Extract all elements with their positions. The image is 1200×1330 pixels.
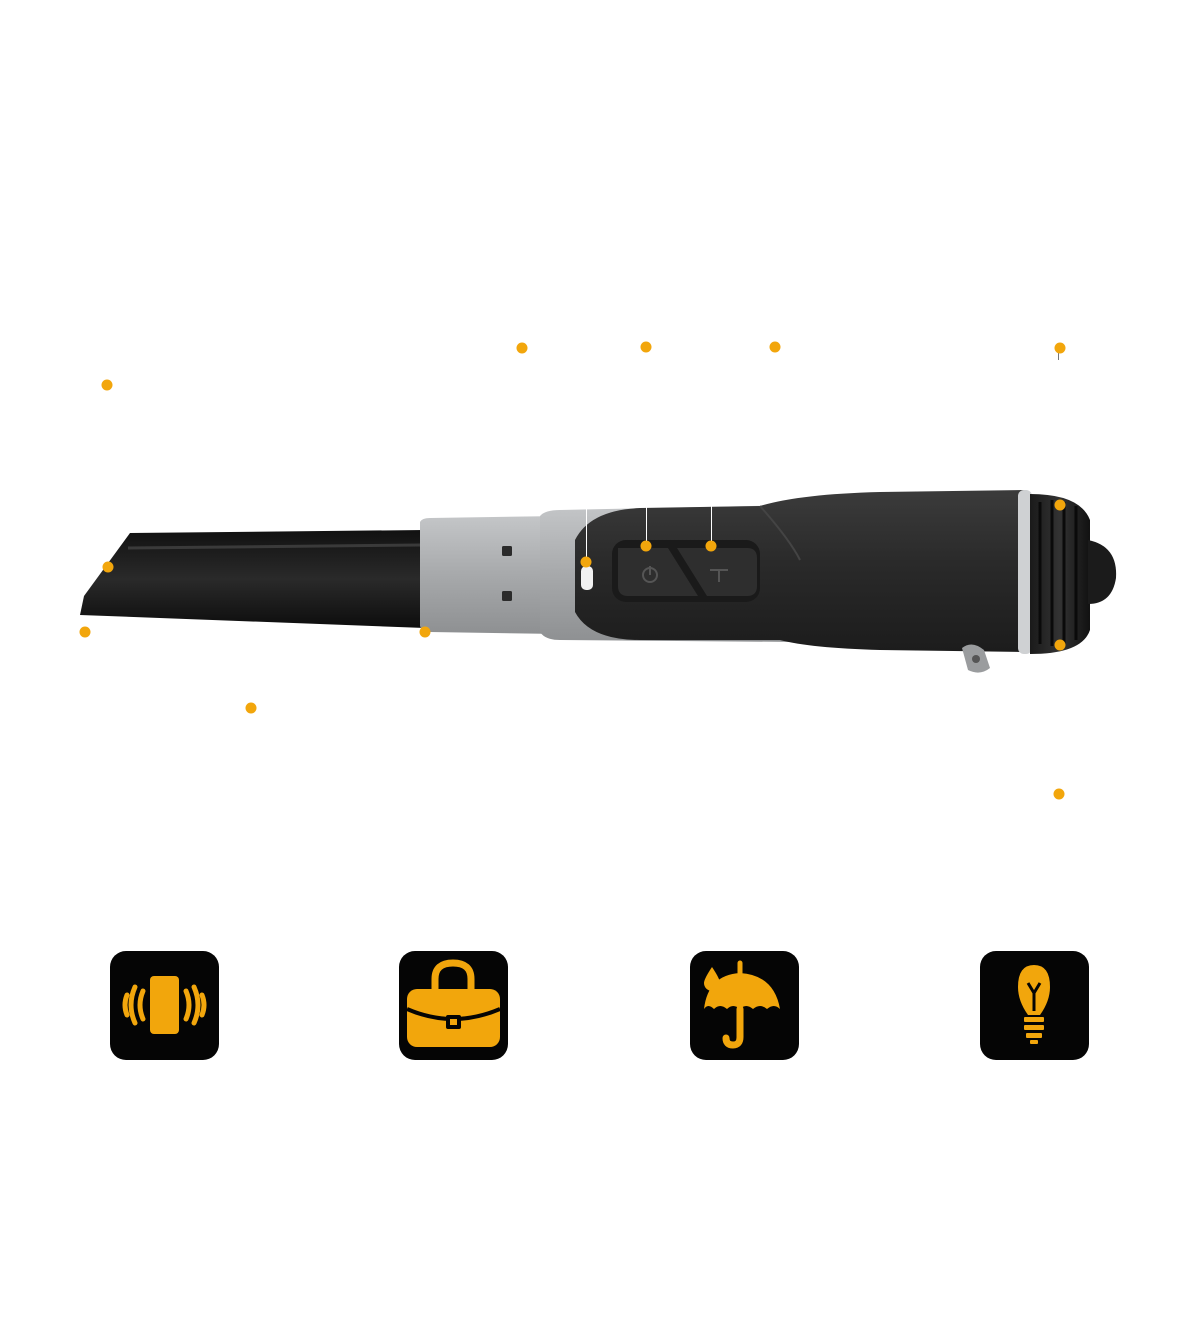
hotspot-left-upper[interactable]	[101, 379, 113, 391]
hotspot-bottom-left[interactable]	[245, 702, 257, 714]
power-leader-line	[646, 505, 647, 545]
hotspot-top-3[interactable]	[769, 341, 781, 353]
hotspot-bottom-right[interactable]	[1053, 788, 1065, 800]
led-leader-line	[586, 508, 587, 560]
hotspot-top-1[interactable]	[516, 342, 528, 354]
hotspot-collar[interactable]	[419, 626, 431, 638]
light-bulb-icon[interactable]	[980, 951, 1089, 1060]
hotspot-power-button[interactable]	[640, 540, 652, 552]
tune-leader-line	[711, 505, 712, 545]
hotspot-cap[interactable]	[1054, 499, 1066, 511]
hotspot-top-4[interactable]	[1054, 342, 1066, 354]
hotspot-cap-bottom[interactable]	[1054, 639, 1066, 651]
briefcase-icon[interactable]	[399, 951, 508, 1060]
waterproof-umbrella-icon[interactable]	[690, 951, 799, 1060]
hotspot-tip[interactable]	[102, 561, 114, 573]
hotspot-led[interactable]	[580, 556, 592, 568]
hotspot-top-2[interactable]	[640, 341, 652, 353]
cap-leader-line	[1058, 350, 1059, 360]
vibration-icon[interactable]	[110, 951, 219, 1060]
hotspot-tune-button[interactable]	[705, 540, 717, 552]
hotspot-tip-bottom[interactable]	[79, 626, 91, 638]
